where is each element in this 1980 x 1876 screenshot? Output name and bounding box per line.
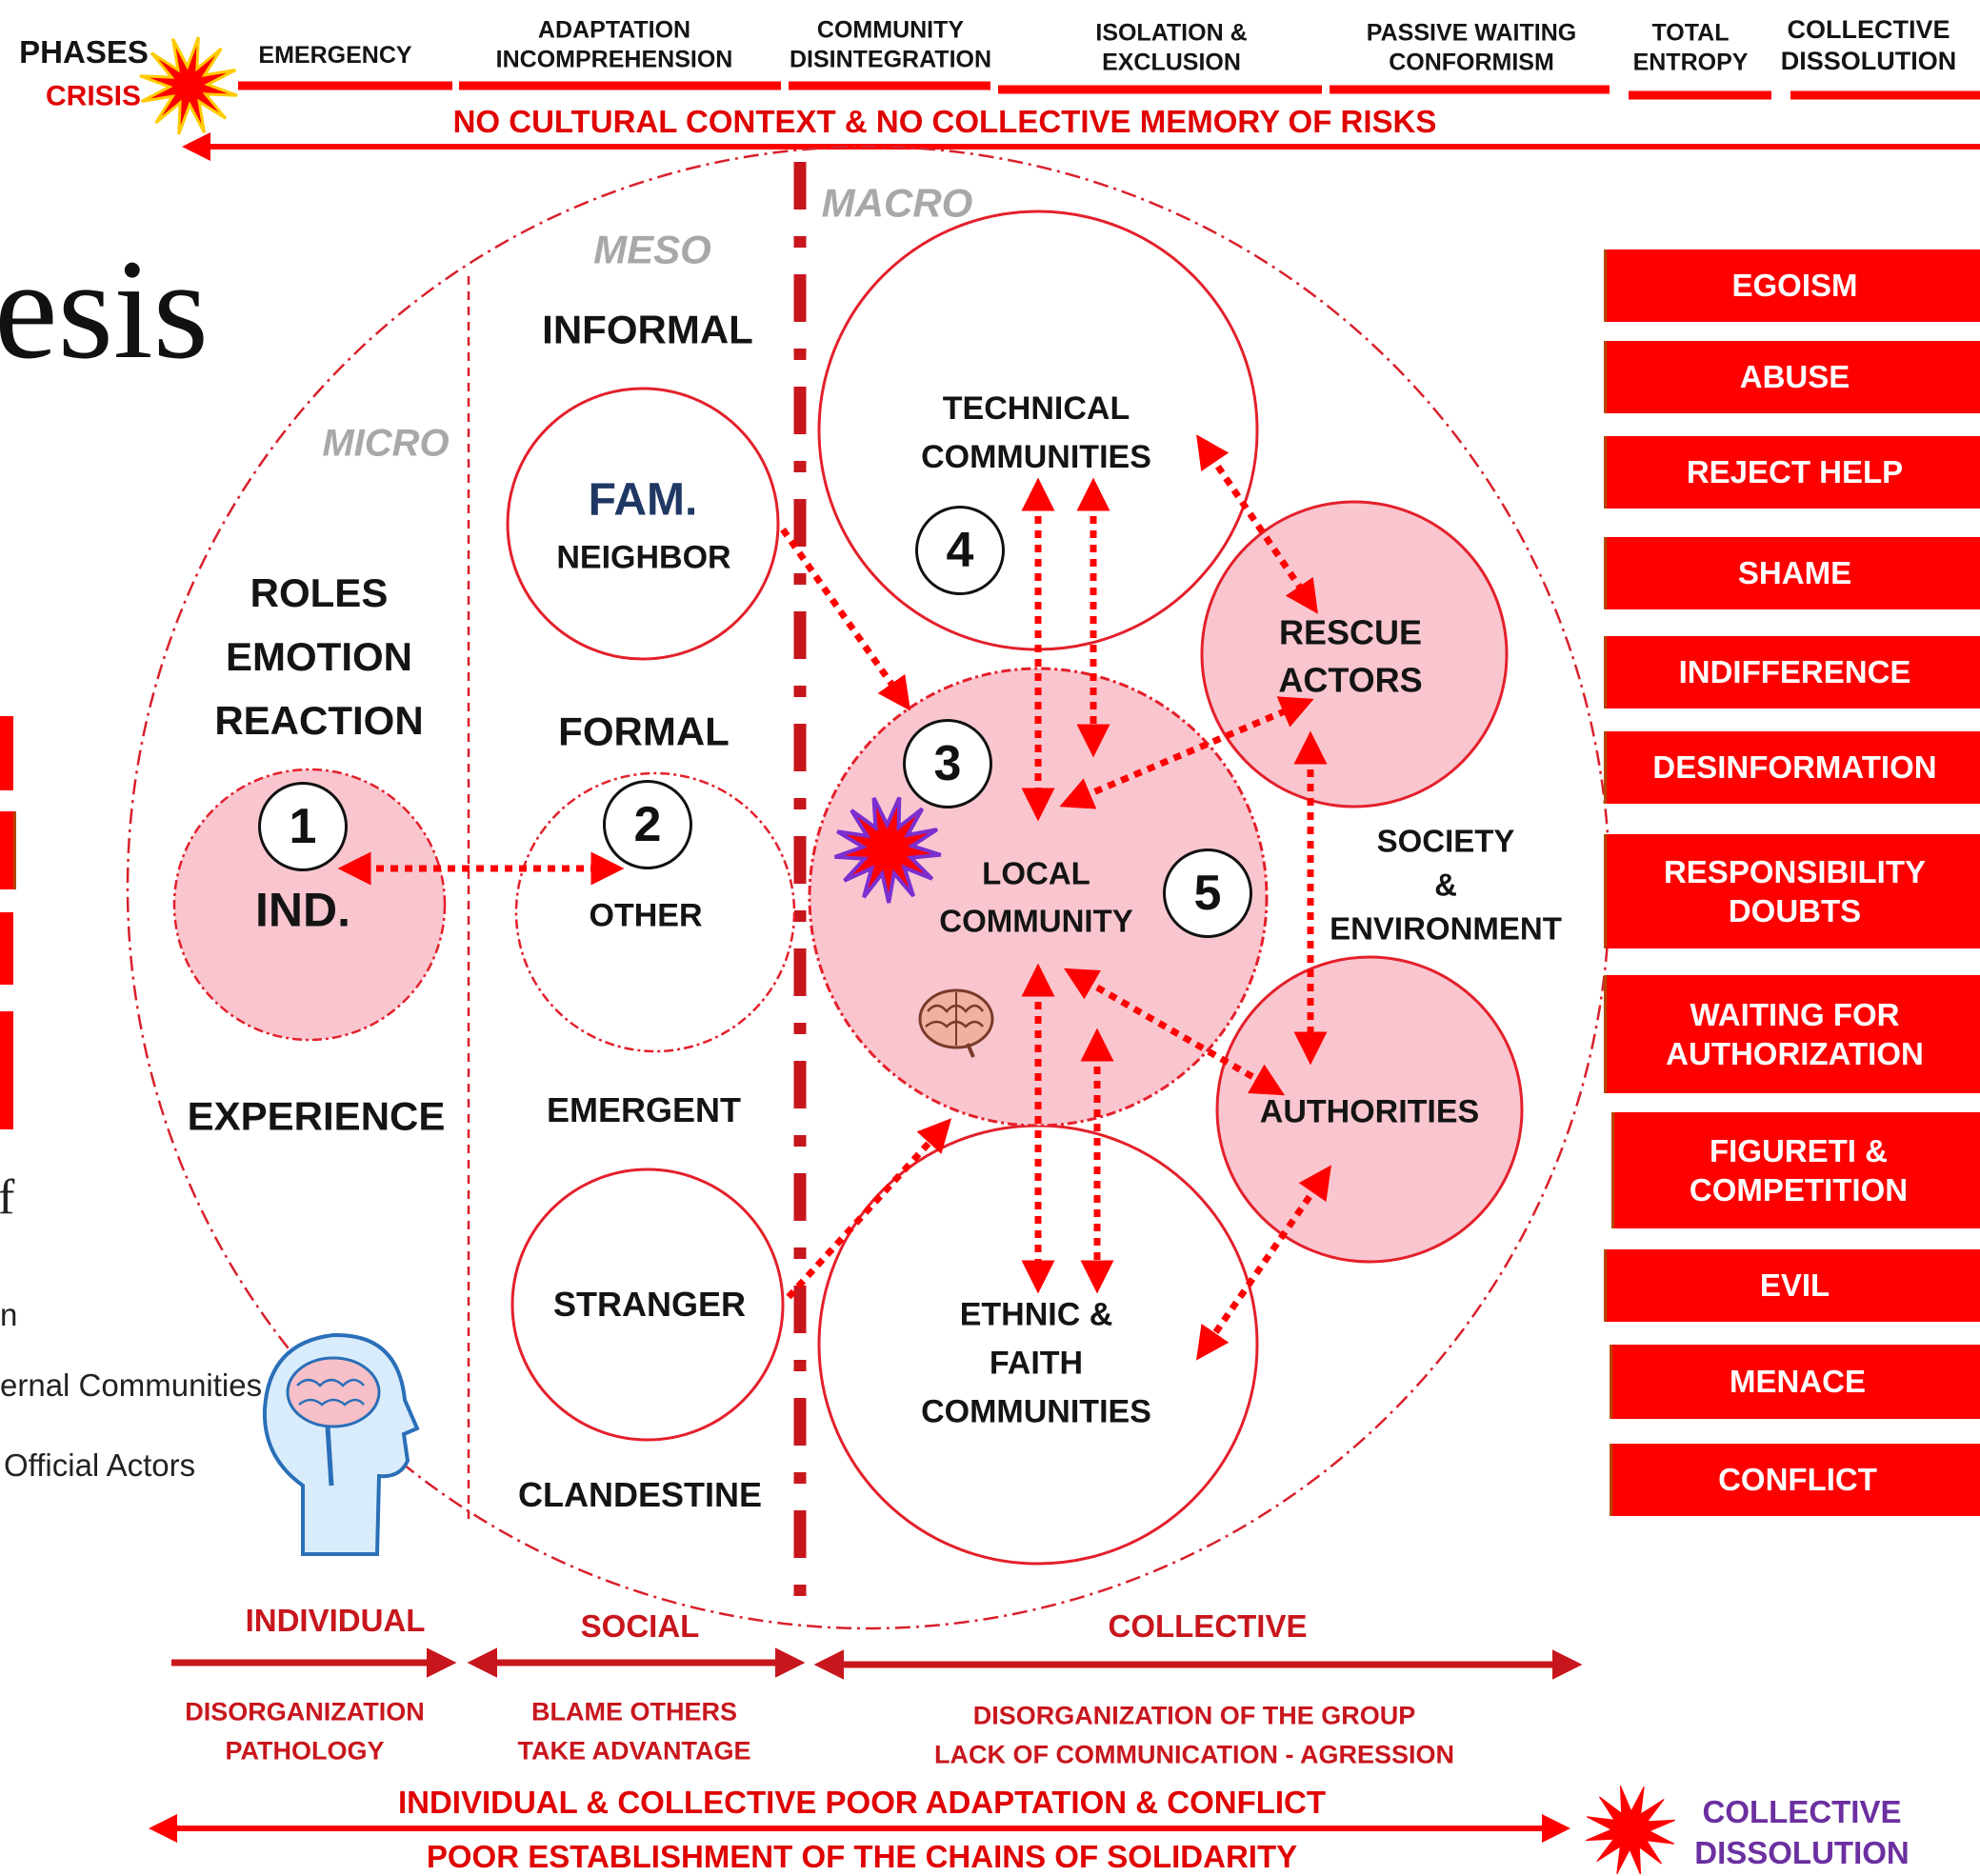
crisis-burst-icon (833, 796, 942, 904)
left-cut-bar (0, 811, 16, 889)
left-cut-bar (0, 1011, 13, 1129)
barrier-shame: SHAME (1604, 537, 1980, 609)
formal-label: FORMAL (558, 708, 730, 754)
technical-communities-label: TECHNICAL COMMUNITIES (921, 390, 1151, 475)
collective-effects: DISORGANIZATION OF THE GROUP LACK OF COM… (934, 1701, 1454, 1769)
phase-item: COLLECTIVE DISSOLUTION (1780, 15, 1957, 75)
macro-label: MACRO (821, 180, 973, 226)
crisis-label: CRISIS (45, 80, 142, 112)
barrier-abuse: ABUSE (1604, 341, 1980, 413)
legend-item: Official Actors (4, 1447, 196, 1483)
society-environment-label: SOCIETY & ENVIRONMENT (1330, 823, 1562, 948)
roles-emotion-reaction: ROLES EMOTION REACTION (214, 570, 424, 744)
individual-label: IND. (255, 883, 350, 937)
brain-icon (918, 988, 994, 1058)
technical-rescue-arrow (1196, 434, 1318, 614)
clandestine-label: CLANDESTINE (517, 1475, 763, 1515)
barrier-conflict: CONFLICT (1610, 1444, 1980, 1516)
left-cut-bar (0, 716, 13, 790)
step-number-1: 1 (258, 782, 348, 871)
crisis-burst-icon (139, 36, 238, 135)
dissolution-burst-icon (1586, 1786, 1675, 1874)
phase-item: ADAPTATION INCOMPREHENSION (495, 16, 733, 73)
other-circle (514, 771, 796, 1053)
step-number-4: 4 (915, 506, 1005, 595)
local-community-label: LOCAL COMMUNITY (939, 855, 1133, 939)
local-authorities-arrow (1063, 968, 1286, 1096)
fam-local-arrow (780, 527, 911, 711)
phase-item: EMERGENCY (258, 41, 412, 69)
collective-dimension: COLLECTIVE (1108, 1607, 1308, 1644)
slide-title-fragment: esis (0, 230, 209, 389)
family-label: FAM. (588, 474, 698, 526)
social-dimension: SOCIAL (580, 1607, 700, 1644)
phase-item: COMMUNITY DISINTEGRATION (789, 16, 992, 73)
meso-label: MESO (593, 227, 711, 272)
experience-label: EXPERIENCE (187, 1093, 446, 1139)
rescue-actors-label: RESCUE ACTORS (1278, 612, 1423, 700)
barrier-egoism: EGOISM (1604, 249, 1980, 322)
interaction-arrows (337, 434, 1331, 1361)
phase-timeline (182, 81, 1980, 161)
barrier-desinformation: DESINFORMATION (1604, 731, 1980, 804)
phase-item: ISOLATION & EXCLUSION (1095, 19, 1248, 76)
barrier-waiting-authorization: WAITING FOR AUTHORIZATION (1604, 975, 1980, 1093)
individual-circle (172, 768, 447, 1042)
memory-banner: NO CULTURAL CONTEXT & NO COLLECTIVE MEMO… (452, 103, 1437, 139)
legend-item: n (0, 1297, 18, 1332)
head-brain-icon (262, 1332, 420, 1556)
individual-effects: DISORGANIZATION PATHOLOGY (185, 1697, 425, 1766)
informal-label: INFORMAL (542, 307, 753, 352)
barrier-responsibility-doubts: RESPONSIBILITY DOUBTS (1604, 834, 1980, 948)
step-number-3: 3 (903, 719, 992, 808)
left-cut-bar (0, 912, 13, 985)
social-effects: BLAME OTHERS TAKE ADVANTAGE (517, 1697, 751, 1766)
other-label: OTHER (589, 897, 703, 934)
legend-fragment-bullet: f (0, 1170, 15, 1225)
ethnic-faith-label: ETHNIC & FAITH COMMUNITIES (921, 1296, 1151, 1430)
stranger-label: STRANGER (552, 1285, 747, 1325)
phases-label: PHASES (19, 33, 149, 70)
legend-item: ernal Communities (0, 1367, 263, 1403)
step-number-2: 2 (603, 780, 692, 869)
dimension-arrows (149, 1647, 1583, 1843)
authorities-label: AUTHORITIES (1259, 1093, 1480, 1130)
individual-dimension: INDIVIDUAL (245, 1602, 426, 1638)
barrier-evil: EVIL (1604, 1249, 1980, 1322)
family-circle (506, 387, 780, 661)
step-number-5: 5 (1163, 848, 1252, 938)
barrier-figureti-competition: FIGURETI & COMPETITION (1611, 1112, 1980, 1228)
phase-item: PASSIVE WAITING CONFORMISM (1366, 19, 1577, 76)
stranger-circle (510, 1168, 785, 1442)
barrier-reject-help: REJECT HELP (1604, 436, 1980, 509)
footer-line-1: INDIVIDUAL & COLLECTIVE POOR ADAPTATION … (397, 1784, 1327, 1820)
footer-line-2: POOR ESTABLISHMENT OF THE CHAINS OF SOLI… (426, 1838, 1298, 1874)
barrier-menace: MENACE (1610, 1345, 1980, 1419)
micro-label: MICRO (322, 422, 450, 465)
barrier-indifference: INDIFFERENCE (1604, 636, 1980, 708)
emergent-label: EMERGENT (546, 1090, 742, 1130)
phase-item: TOTAL ENTROPY (1632, 19, 1749, 76)
stranger-local-arrow (786, 1118, 952, 1300)
neighbor-label: NEIGHBOR (556, 539, 731, 576)
collective-dissolution-end: COLLECTIVE DISSOLUTION (1694, 1794, 1910, 1870)
